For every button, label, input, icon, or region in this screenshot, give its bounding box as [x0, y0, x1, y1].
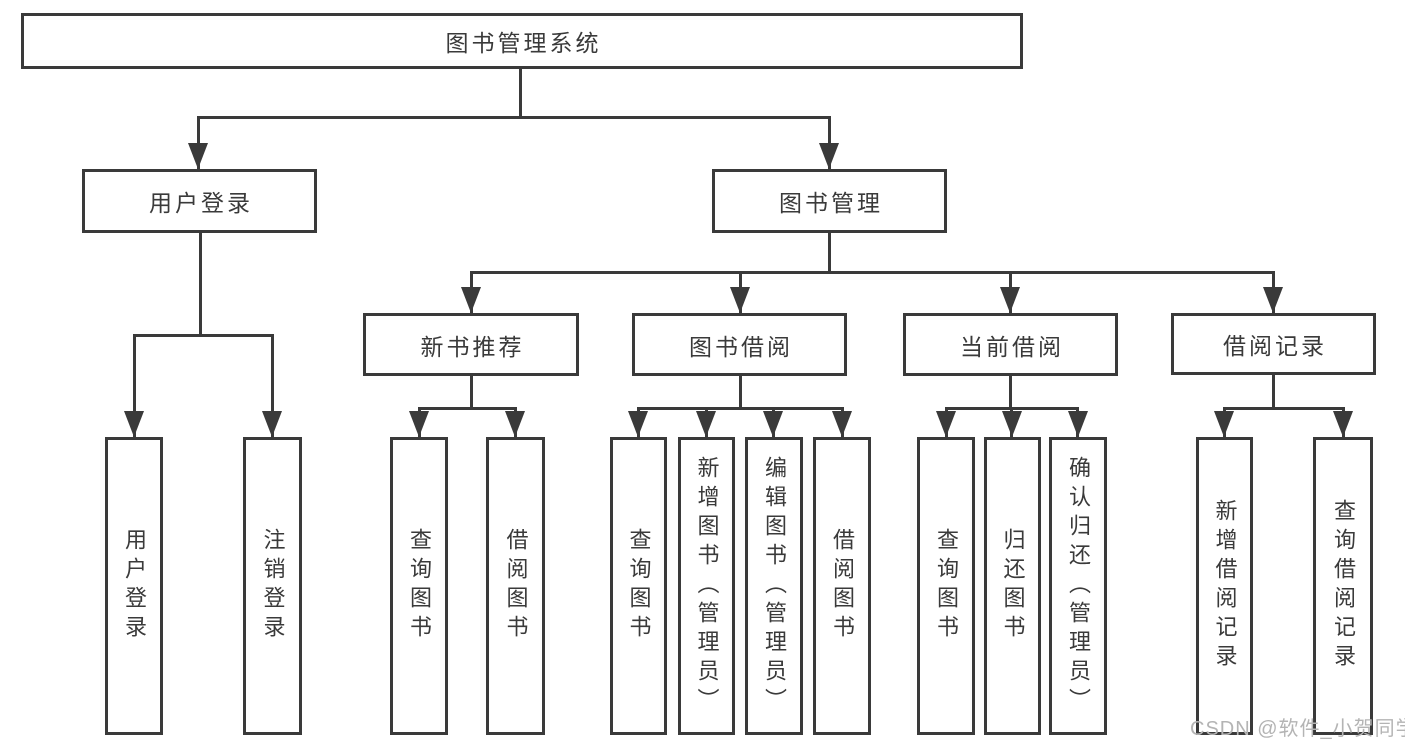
arrow-down-icon: [1000, 287, 1020, 313]
connector-line: [197, 116, 831, 119]
arrow-down-icon: [730, 287, 750, 313]
arrow-down-icon: [461, 287, 481, 313]
node-logout: 注销登录: [243, 437, 302, 735]
arrow-down-icon: [1214, 411, 1234, 437]
arrow-down-icon: [628, 411, 648, 437]
node-current-borrowing: 当前借阅: [903, 313, 1118, 376]
connector-line: [133, 334, 274, 337]
arrow-down-icon: [763, 411, 783, 437]
node-confirm-return-admin: 确认归还（管理员）: [1049, 437, 1107, 735]
connector-line: [418, 407, 517, 410]
node-borrowing-records: 借阅记录: [1171, 313, 1376, 375]
connector-line: [470, 271, 1275, 274]
arrow-down-icon: [936, 411, 956, 437]
connector-line: [133, 334, 136, 437]
node-query-books: 查询图书: [390, 437, 448, 735]
node-book-borrowing: 图书借阅: [632, 313, 847, 376]
node-query-borrow-record: 查询借阅记录: [1313, 437, 1373, 735]
connector-line: [1272, 375, 1275, 408]
arrow-down-icon: [1002, 411, 1022, 437]
node-new-book-recommendation: 新书推荐: [363, 313, 579, 376]
node-library-management-system: 图书管理系统: [21, 13, 1023, 69]
connector-line: [197, 116, 200, 169]
arrow-down-icon: [124, 411, 144, 437]
node-borrow-books: 借阅图书: [486, 437, 545, 735]
csdn-watermark: CSDN @软件_小贺同学: [1190, 718, 1405, 740]
arrow-down-icon: [505, 411, 525, 437]
arrow-down-icon: [262, 411, 282, 437]
node-query-books: 查询图书: [917, 437, 975, 735]
node-query-books: 查询图书: [610, 437, 667, 735]
connector-line: [271, 334, 274, 437]
arrow-down-icon: [832, 411, 852, 437]
node-borrow-books: 借阅图书: [813, 437, 871, 735]
arrow-down-icon: [696, 411, 716, 437]
connector-line: [739, 376, 742, 408]
node-book-management-branch: 图书管理: [712, 169, 947, 233]
arrow-down-icon: [1333, 411, 1353, 437]
arrow-down-icon: [409, 411, 429, 437]
node-user-login: 用户登录: [105, 437, 163, 735]
connector-line: [637, 407, 843, 410]
node-add-borrow-record: 新增借阅记录: [1196, 437, 1253, 735]
connector-line: [828, 116, 831, 169]
arrow-down-icon: [819, 143, 839, 169]
connector-line: [1009, 376, 1012, 408]
connector-line: [828, 233, 831, 272]
connector-line: [1223, 407, 1344, 410]
connector-line: [519, 69, 522, 117]
node-edit-books-admin: 编辑图书（管理员）: [745, 437, 803, 735]
arrow-down-icon: [1263, 287, 1283, 313]
node-add-books-admin: 新增图书（管理员）: [678, 437, 735, 735]
connector-line: [199, 233, 202, 335]
node-return-books: 归还图书: [984, 437, 1041, 735]
connector-line: [470, 376, 473, 408]
node-user-login-branch: 用户登录: [82, 169, 317, 233]
arrow-down-icon: [188, 143, 208, 169]
arrow-down-icon: [1068, 411, 1088, 437]
